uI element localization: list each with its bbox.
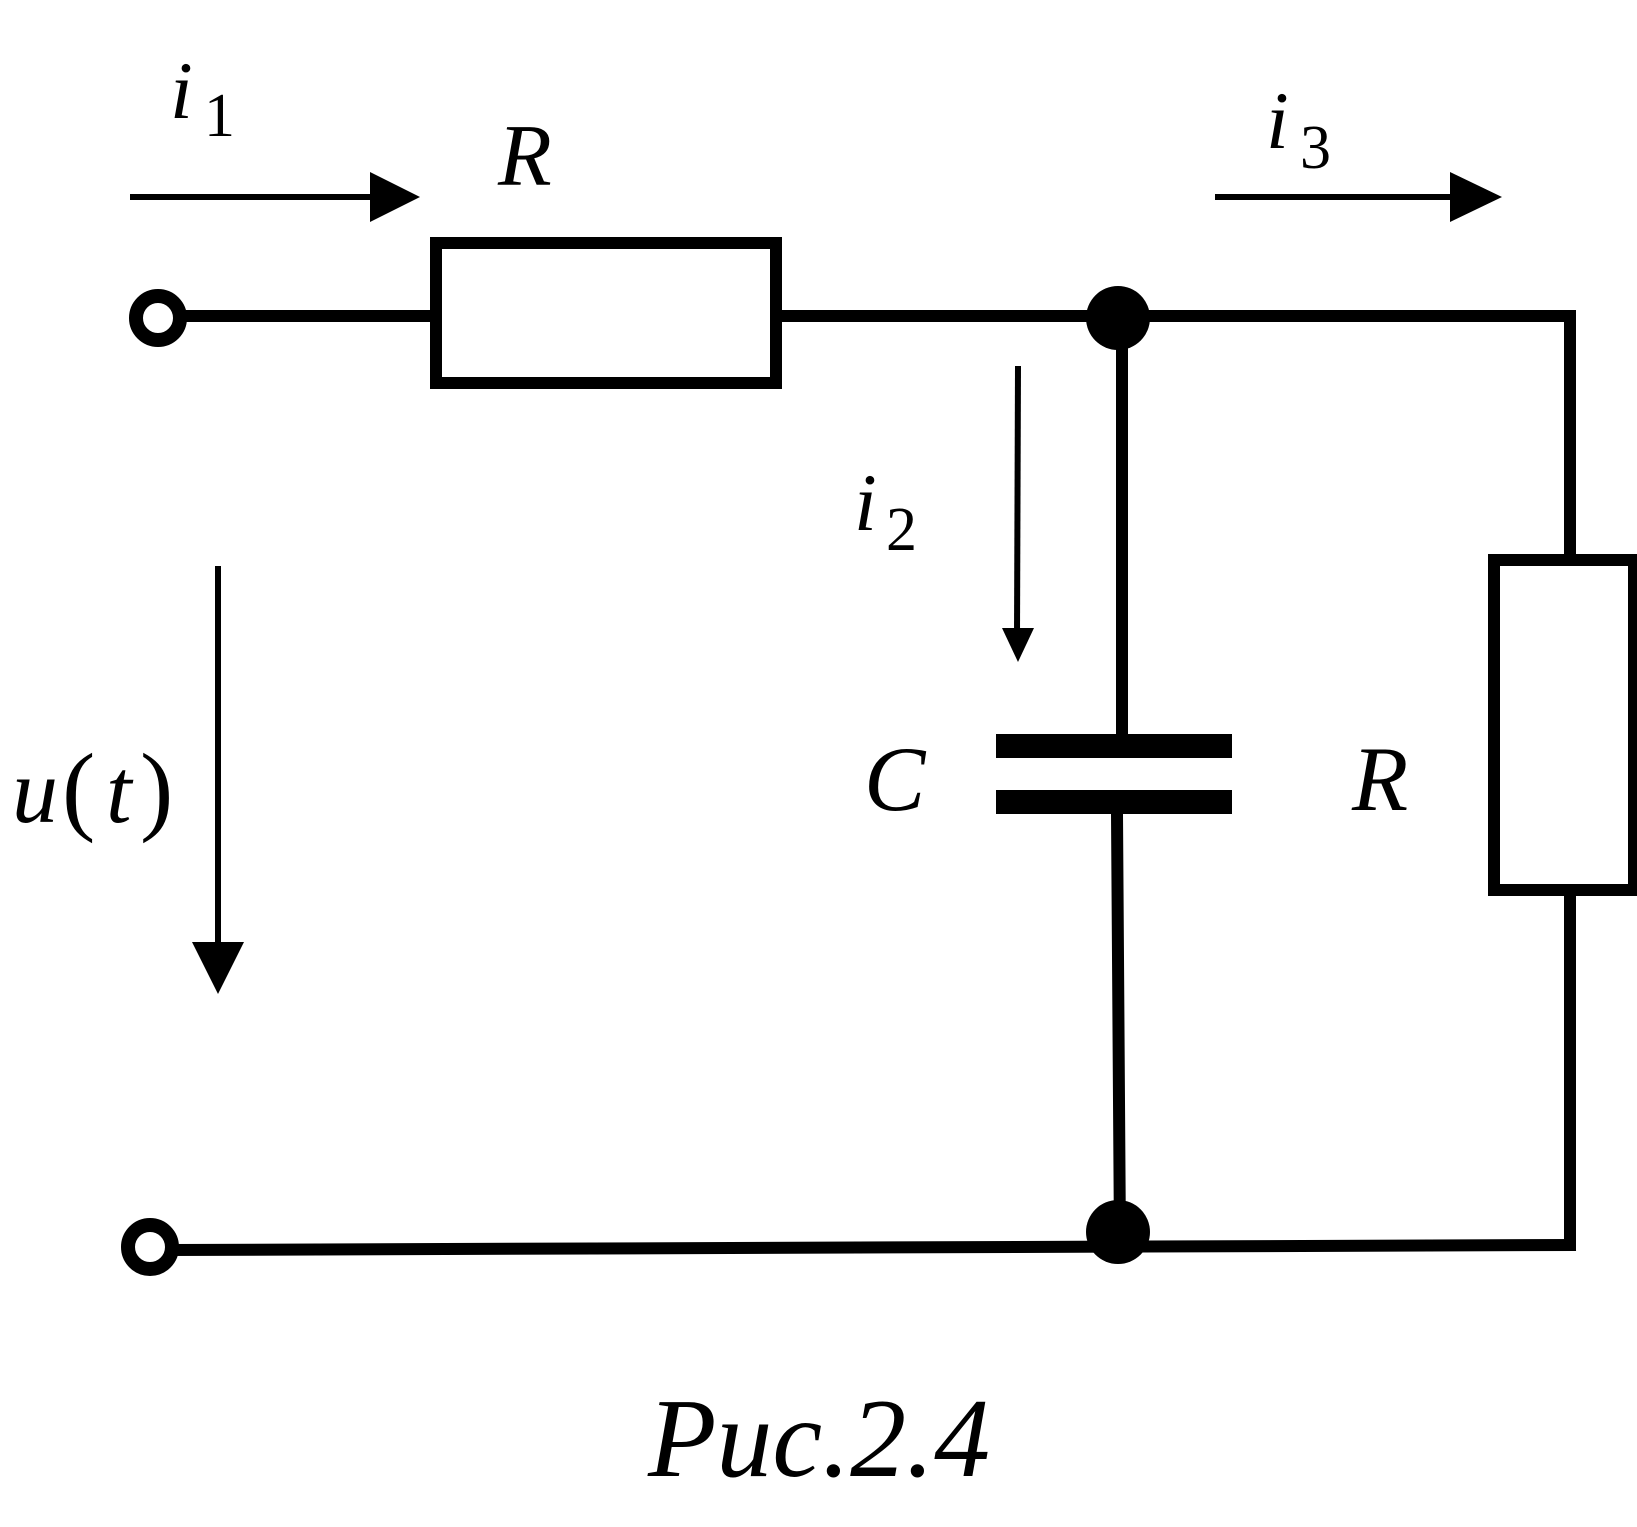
label-i2-subscript: 2 <box>886 496 917 564</box>
label-r-right: R <box>1351 728 1408 830</box>
arrow-i1-head <box>370 172 420 222</box>
wire-bottom <box>165 1238 1577 1257</box>
label-i2: i <box>854 457 877 548</box>
label-i3-subscript: 3 <box>1300 114 1331 182</box>
label-i1: i <box>170 45 193 136</box>
input-terminal-bottom <box>121 1218 179 1276</box>
label-u: u <box>12 740 58 842</box>
arrow-i2-shaft <box>1014 365 1021 636</box>
arrow-u-head <box>192 942 244 994</box>
arrow-i2-head <box>1002 628 1034 662</box>
resistor-right <box>1488 554 1637 896</box>
label-u-arg: t <box>106 740 134 842</box>
figure-caption: Рис.2.4 <box>647 1377 990 1501</box>
label-u-paren-close: ) <box>140 733 173 844</box>
junction-node-top <box>1086 286 1150 350</box>
label-i3: i <box>1266 75 1289 166</box>
label-c: C <box>864 728 927 830</box>
label-i1-subscript: 1 <box>204 82 235 150</box>
junction-node-bottom <box>1086 1200 1150 1264</box>
input-terminal-top <box>129 289 187 347</box>
wire-cap-lower <box>1110 807 1127 1252</box>
label-u-paren-open: ( <box>62 733 95 844</box>
arrow-i3-head <box>1450 172 1502 222</box>
label-r-top: R <box>497 108 552 205</box>
capacitor-plate-top <box>996 734 1232 758</box>
resistor-top <box>430 237 782 389</box>
